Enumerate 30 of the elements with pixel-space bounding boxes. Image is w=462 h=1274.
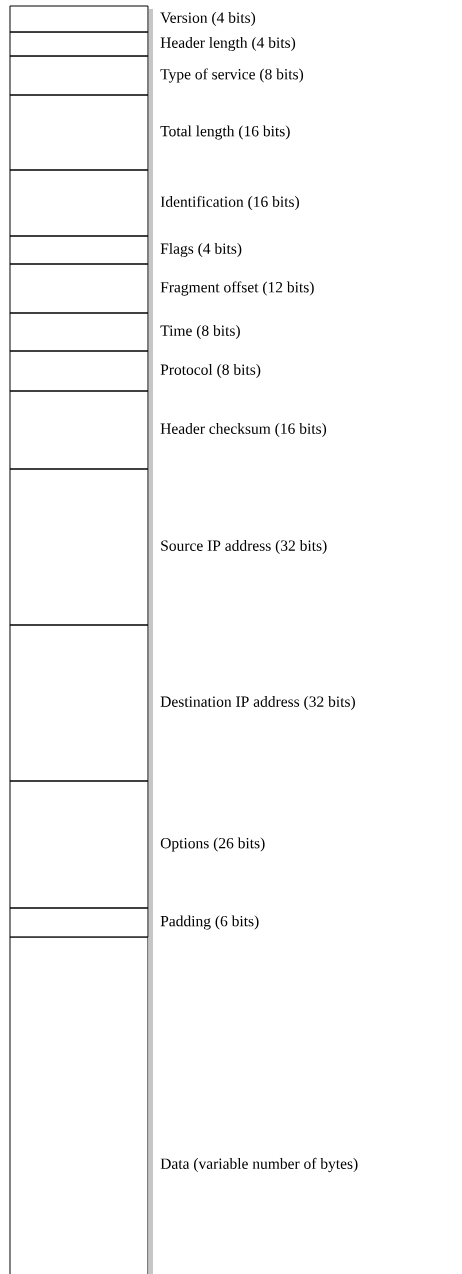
node-label: Type of service (8 bits) [160, 68, 304, 83]
field-box: Padding (6 bits) [9, 907, 259, 938]
field-box: Header checksum (16 bits) [9, 390, 327, 470]
field-box: Header length (4 bits) [9, 31, 296, 57]
node-label: Padding (6 bits) [160, 915, 259, 930]
field-box: Flags (4 bits) [9, 235, 242, 265]
node-label: Fragment offset (12 bits) [160, 281, 314, 296]
field-box: Identification (16 bits) [9, 169, 299, 237]
field-box: Options (26 bits) [9, 780, 265, 909]
field-box: Type of service (8 bits) [9, 55, 304, 96]
node-label: Destination IP address (32 bits) [160, 695, 355, 711]
node-label: Flags (4 bits) [160, 242, 242, 258]
node-label: Protocol (8 bits) [160, 363, 261, 379]
node-label: Options (26 bits) [160, 837, 265, 852]
field-box: Total length (16 bits) [9, 94, 290, 171]
field-box: Destination IP address (32 bits) [9, 624, 355, 782]
node-label: Version (4 bits) [160, 11, 256, 27]
field-box: Version (4 bits) [9, 5, 256, 33]
node-label: Header checksum (16 bits) [160, 422, 327, 438]
field-box: Time (8 bits) [9, 312, 240, 352]
node-label: Total length (16 bits) [160, 125, 290, 140]
field-box: Data (variable number of bytes) [9, 936, 358, 1274]
node-label: Data (variable number of bytes) [160, 1157, 358, 1173]
field-box: Source IP address (32 bits) [9, 468, 327, 626]
node-label: Source IP address (32 bits) [161, 539, 327, 555]
node-label: Time (8 bits) [160, 324, 240, 340]
field-box: Protocol (8 bits) [9, 350, 261, 392]
node-label: Identification (16 bits) [160, 195, 299, 211]
field-box: Fragment offset (12 bits) [9, 263, 314, 314]
node-label: Header length (4 bits) [160, 36, 296, 52]
